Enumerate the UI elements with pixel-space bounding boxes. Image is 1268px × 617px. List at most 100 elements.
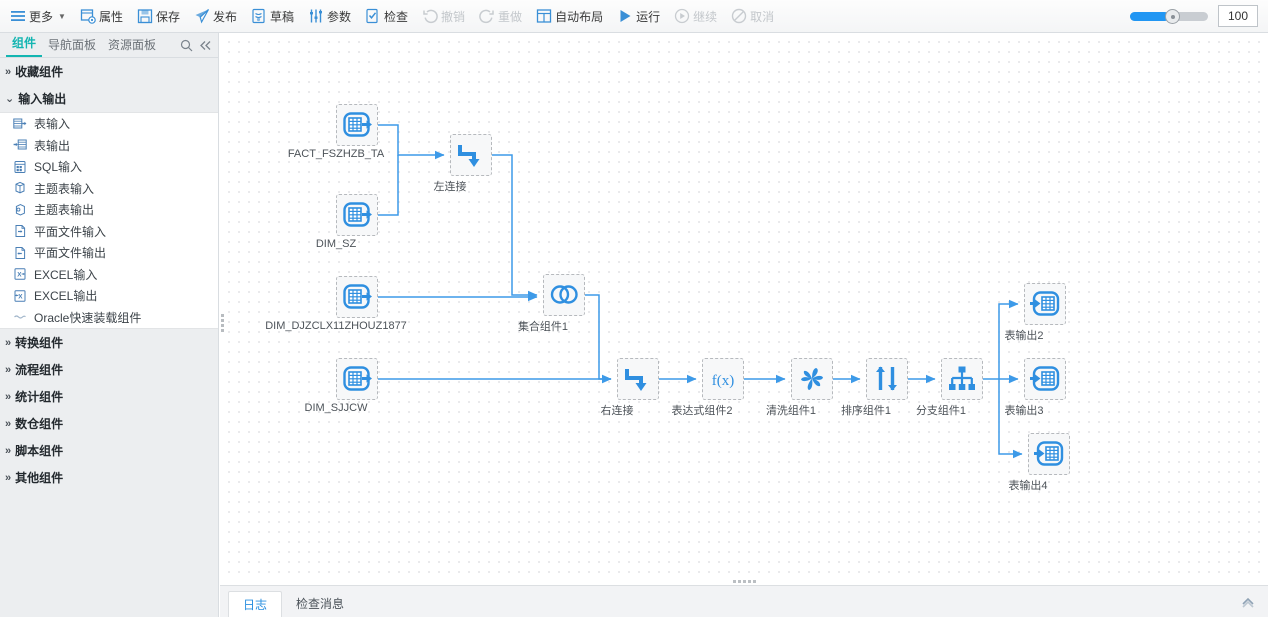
toolbar-button-12: 继续 [668,4,723,28]
sidebar-tab-2[interactable]: 导航面板 [48,38,97,52]
component-list-item[interactable]: Oracle快速装载组件 [0,307,218,329]
chevron-down-icon[interactable]: ▼ [58,11,66,21]
component-list-item-label: 平面文件输出 [34,246,107,261]
toolbar-button-label: 保存 [155,9,180,24]
table-input-node-icon[interactable] [336,358,378,400]
zoom-value-input[interactable]: 100 [1218,5,1258,27]
oracle-loader-icon [13,310,27,324]
component-list-item[interactable]: SQL输入 [0,156,218,178]
component-list-item[interactable]: 表输入 [0,113,218,135]
toolbar-button-11[interactable]: 运行 [611,4,666,28]
svg-text:X: X [17,272,22,279]
main-toolbar: 更多 ▼ 属性 保存发布 草稿 参数检查 撤销 重做自动布局运行 继续 取消 100 [0,0,1268,33]
table-input-node-icon[interactable] [336,194,378,236]
chevron-collapsed-icon: » [5,417,12,430]
component-list-item[interactable]: 平面文件输入 [0,221,218,243]
component-list-item[interactable]: 平面文件输出 [0,242,218,264]
component-list-item-label: 表输入 [34,117,71,132]
table-input-node-icon[interactable] [336,276,378,318]
toolbar-button-label: 撤销 [441,9,466,24]
zoom-slider-knob[interactable] [1164,9,1180,24]
toolbar-button-1[interactable]: 更多 ▼ [4,4,72,28]
sidebar-group-header-8[interactable]: »其他组件 [0,464,218,491]
sidebar-group-header-6[interactable]: »数仓组件 [0,410,218,437]
zoom-slider-fill [1130,12,1169,21]
sidebar-tab-3[interactable]: 资源面板 [108,38,157,52]
sidebar-tools [180,39,212,54]
expression-fx-icon[interactable]: f(x) [702,358,744,400]
bottom-tab-2[interactable]: 检查消息 [296,597,345,611]
branch-icon[interactable] [941,358,983,400]
table-output-node-icon[interactable] [1024,283,1066,325]
excel-input-icon: X [13,267,27,281]
sidebar-group-label: 转换组件 [15,336,64,350]
toolbar-button-2[interactable]: 属性 [74,4,129,28]
chevron-collapsed-icon: » [5,390,12,403]
draft-icon [251,8,267,24]
toolbar-button-3[interactable]: 保存 [131,4,186,28]
zoom-slider[interactable] [1130,9,1208,24]
toolbar-button-label: 重做 [498,9,523,24]
run-icon [617,8,633,24]
right-join-icon[interactable] [617,358,659,400]
sidebar-group-header-5[interactable]: »统计组件 [0,383,218,410]
sidebar-tabs: 组件导航面板资源面板 [0,33,218,58]
left-join-icon[interactable] [450,134,492,176]
toolbar-button-10[interactable]: 自动布局 [530,4,609,28]
flow-node-label: 表输出4 [1008,480,1048,492]
toolbar-button-label: 继续 [693,9,718,24]
sort-icon[interactable] [866,358,908,400]
sidebar-group-label: 流程组件 [15,363,64,377]
flow-node-label: 排序组件1 [840,405,892,417]
flow-node-label: DIM_DJZCLX11ZHOUZ1877 [265,320,407,332]
component-list-item[interactable]: 主题表输出 [0,199,218,221]
toolbar-button-label: 草稿 [269,9,294,24]
sidebar-group-label: 数仓组件 [15,417,64,431]
toolbar-button-label: 更多 [29,9,54,24]
flow-node-label: 表达式组件2 [671,405,733,417]
toolbar-button-7[interactable]: 检查 [359,4,414,28]
collapse-panel-icon[interactable] [199,39,212,54]
table-input-node-icon[interactable] [336,104,378,146]
sidebar-group-header-7[interactable]: »脚本组件 [0,437,218,464]
bottom-tab-1[interactable]: 日志 [228,591,283,617]
table-output-icon [13,138,27,152]
sidebar-group-header-3[interactable]: »转换组件 [0,329,218,356]
toolbar-button-6[interactable]: 参数 [302,4,357,28]
sidebar-tab-1[interactable]: 组件 [6,34,43,57]
publish-icon [194,8,210,24]
toolbar-button-5[interactable]: 草稿 [245,4,300,28]
toolbar-button-8: 撤销 [416,4,471,28]
flat-file-input-icon [13,224,27,238]
sidebar-group-header-1[interactable]: »收藏组件 [0,58,218,85]
sidebar-group-label: 其他组件 [15,471,64,485]
sidebar-group-header-4[interactable]: »流程组件 [0,356,218,383]
set-union-icon[interactable] [543,274,585,316]
chevron-collapsed-icon: » [5,336,12,349]
component-list-item-label: 主题表输出 [34,203,95,218]
horizontal-splitter-handle[interactable] [220,578,1268,585]
vertical-splitter-handle[interactable] [219,300,225,346]
params-icon [308,8,324,24]
sidebar-group-header-2[interactable]: ⌄输入输出 [0,85,218,112]
table-output-node-icon[interactable] [1028,433,1070,475]
toolbar-button-label: 取消 [750,9,775,24]
bottom-panel-tabs: 日志检查消息 [220,591,358,617]
table-output-node-icon[interactable] [1024,358,1066,400]
component-list-item[interactable]: 主题表输入 [0,178,218,200]
component-list-item[interactable]: 表输出 [0,135,218,157]
flow-node-label: DIM_SJJCW [304,402,368,414]
sidebar-group-label: 统计组件 [15,390,64,404]
toolbar-button-4[interactable]: 发布 [188,4,243,28]
table-input-icon [13,117,27,131]
toolbar-button-label: 参数 [327,9,352,24]
flow-node-label: 表输出2 [1004,330,1044,342]
search-icon[interactable] [180,39,193,54]
chevron-up-icon[interactable] [1240,595,1256,612]
cleanse-icon[interactable] [791,358,833,400]
